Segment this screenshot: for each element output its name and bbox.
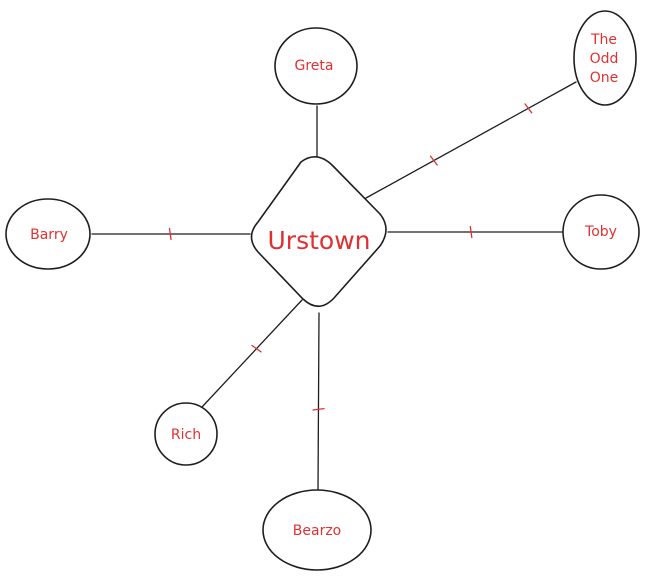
node-rich-label: Rich xyxy=(171,427,201,443)
edge-hub-to-the-odd-one xyxy=(365,81,577,199)
node-bearzo-label: Bearzo xyxy=(293,523,341,539)
node-barry-circle xyxy=(5,198,91,270)
node-the-odd-one[interactable]: The Odd One xyxy=(573,10,637,106)
edge-tick-bearzo-1 xyxy=(312,407,325,411)
hub-node-urstown[interactable]: Urstown xyxy=(250,156,387,308)
node-the-odd-one-label-line-2: Odd xyxy=(590,51,619,67)
node-rich-circle xyxy=(154,402,218,466)
node-greta[interactable]: Greta xyxy=(274,27,358,105)
hub-diamond xyxy=(250,156,387,308)
node-toby[interactable]: Toby xyxy=(562,194,640,270)
edge-tick-the-odd-one-1 xyxy=(429,155,438,166)
node-barry[interactable]: Barry xyxy=(5,198,91,270)
node-the-odd-one-circle xyxy=(573,10,637,106)
hub-label: Urstown xyxy=(268,226,371,255)
node-rich[interactable]: Rich xyxy=(154,402,218,466)
node-the-odd-one-label-line-1: The xyxy=(590,32,617,48)
node-barry-label: Barry xyxy=(30,227,68,243)
node-the-odd-one-label-line-3: One xyxy=(590,70,619,86)
node-bearzo-circle xyxy=(262,489,372,571)
node-greta-circle xyxy=(274,27,358,105)
edge-hub-to-bearzo xyxy=(317,312,320,491)
edges-layer xyxy=(91,81,577,491)
edge-tick-toby-1 xyxy=(469,225,473,239)
node-toby-label: Toby xyxy=(584,224,617,240)
node-greta-label: Greta xyxy=(295,58,334,74)
node-bearzo[interactable]: Bearzo xyxy=(262,489,372,571)
edge-tick-the-odd-one-2 xyxy=(524,103,533,114)
node-toby-circle xyxy=(562,194,640,270)
edge-tick-rich-1 xyxy=(251,344,262,353)
edge-hub-to-rich xyxy=(201,299,303,408)
edge-tick-barry-1 xyxy=(168,227,172,241)
